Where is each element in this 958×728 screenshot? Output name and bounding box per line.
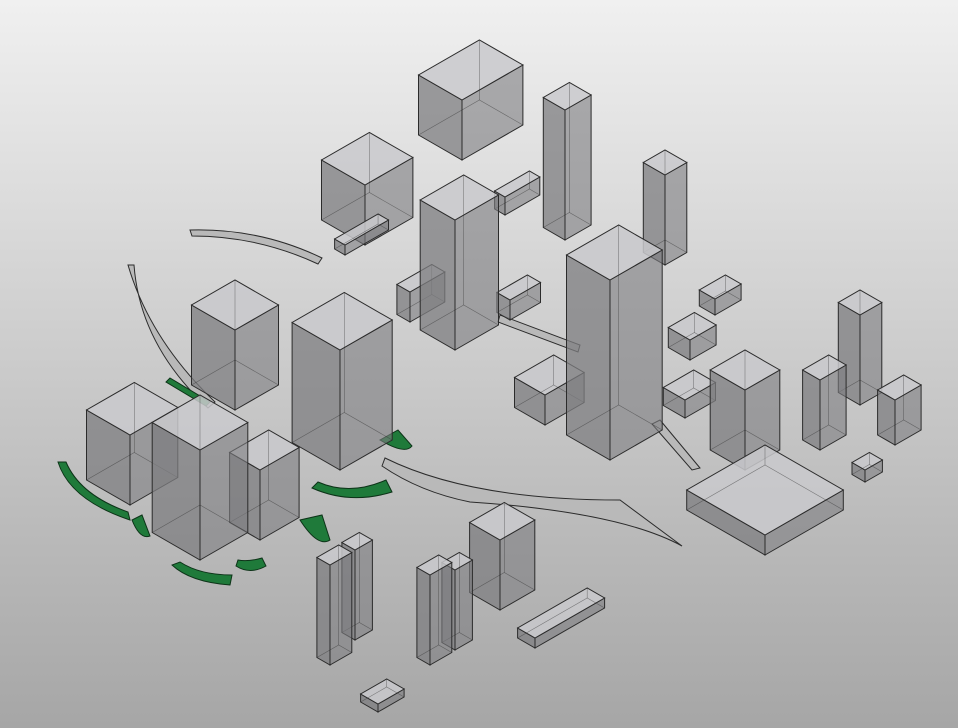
green-area: [299, 514, 331, 543]
building-left-face: [316, 556, 331, 666]
building-mass: [417, 39, 524, 161]
building-left-face: [566, 254, 611, 461]
building-mass: [495, 274, 542, 321]
green-area: [131, 514, 151, 538]
building-mass: [662, 369, 717, 419]
building-mass: [419, 174, 500, 351]
building-mass: [850, 451, 884, 483]
building-mass: [291, 291, 394, 471]
building-mass: [698, 274, 743, 316]
building-mass: [359, 678, 406, 713]
building-right-face: [429, 561, 453, 666]
building-masses: [85, 39, 923, 713]
building-left-face: [542, 96, 566, 241]
building-mass: [315, 544, 353, 666]
building-right-face: [609, 249, 663, 461]
building-mass: [190, 279, 280, 411]
building-mass: [709, 349, 781, 471]
building-mass: [685, 444, 845, 556]
building-mass: [801, 354, 848, 451]
building-right-face: [454, 194, 499, 351]
building-mass: [415, 554, 453, 666]
green-area: [235, 557, 267, 571]
building-mass: [667, 311, 718, 361]
building-mass: [542, 81, 593, 241]
green-area: [171, 561, 233, 586]
building-left-face: [419, 199, 456, 351]
building-right-face: [454, 559, 473, 651]
green-area: [57, 461, 131, 521]
building-mass: [565, 224, 664, 461]
building-mass: [642, 149, 688, 266]
building-mass: [333, 213, 390, 256]
building-right-face: [664, 161, 688, 266]
green-area: [311, 479, 393, 499]
building-right-face: [564, 94, 592, 241]
walkway-path: [189, 229, 323, 265]
building-left-face: [416, 566, 431, 666]
building-mass: [151, 394, 249, 561]
building-mass: [876, 374, 923, 446]
building-left-face: [802, 369, 821, 451]
walkway-path: [381, 457, 683, 547]
building-mass: [516, 587, 606, 649]
building-mass: [468, 501, 536, 611]
